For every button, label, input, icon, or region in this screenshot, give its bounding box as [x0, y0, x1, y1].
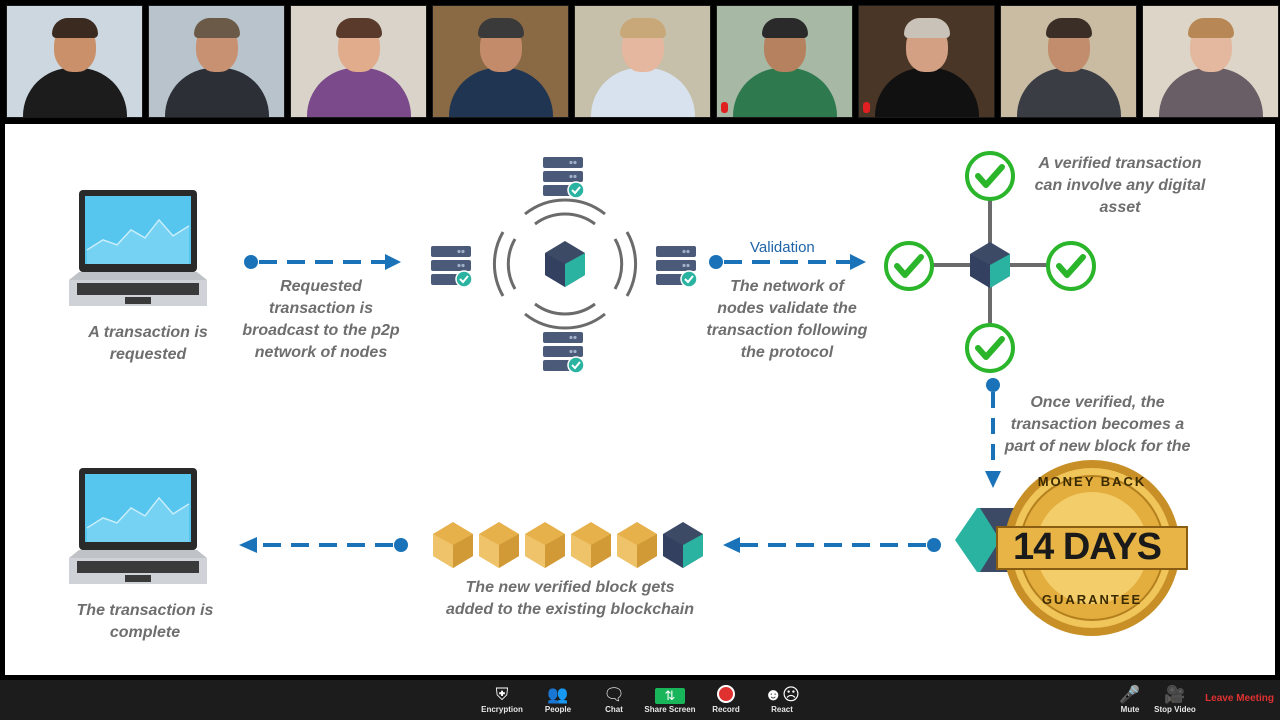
stop-video-button[interactable]: 🎥 Stop Video [1143, 683, 1207, 719]
mute-button[interactable]: 🎤 Mute [1098, 683, 1162, 719]
money-back-seal [996, 460, 1188, 636]
caption-requested: A transaction is requested [88, 324, 208, 363]
participant-hair [761, 18, 808, 38]
participant-body [164, 68, 269, 117]
participant-body [306, 68, 411, 117]
leave-meeting-button[interactable]: Leave Meeting [1205, 693, 1274, 704]
blockchain-diagram [68, 124, 1188, 636]
checkmark-icon [886, 243, 932, 289]
chat-button[interactable]: 🗨 Chat [582, 683, 646, 719]
server-node-icon [655, 245, 698, 288]
record-button[interactable]: Record [694, 683, 758, 719]
seal-top-text: MONEY BACK [1037, 474, 1147, 489]
participant-video-tile[interactable] [1142, 5, 1279, 118]
participant-video-tile[interactable] [6, 5, 143, 118]
block-cube-icon [970, 242, 1010, 288]
participant-video-tile[interactable] [432, 5, 569, 118]
caption-verified: A verified transaction can involve any d… [1034, 155, 1206, 216]
participant-hair [1045, 18, 1092, 38]
participant-hair [335, 18, 382, 38]
participant-body [448, 68, 553, 117]
server-node-icon [430, 245, 473, 288]
participant-body [1158, 68, 1263, 117]
participant-hair [1187, 18, 1234, 38]
record-icon [694, 685, 758, 705]
server-node-icon [542, 331, 585, 374]
caption-complete: The transaction is complete [76, 602, 214, 641]
chat-icon: 🗨 [603, 685, 625, 704]
checkmark-icon [1048, 243, 1094, 289]
people-button[interactable]: 👥 People [526, 683, 590, 719]
laptop-icon [68, 189, 208, 307]
validation-label: Validation [750, 239, 815, 256]
participant-body [590, 68, 695, 117]
server-node-icon [542, 156, 585, 199]
participant-video-tile[interactable] [290, 5, 427, 118]
muted-mic-icon [721, 102, 728, 113]
react-button[interactable]: ☻☹ React [750, 683, 814, 719]
participant-hair [477, 18, 524, 38]
participant-video-tile[interactable] [148, 5, 285, 118]
participant-body [732, 68, 837, 117]
broadcast-waves [492, 198, 638, 330]
participant-strip [0, 0, 1280, 122]
video-camera-icon: 🎥 [1164, 685, 1186, 704]
participant-video-tile[interactable] [1000, 5, 1137, 118]
participant-body [22, 68, 127, 117]
blockchain-icon [433, 522, 703, 568]
arrow-start-dot [244, 255, 258, 269]
participant-hair [51, 18, 98, 38]
seal-main-text: 14 DAYS [1013, 526, 1162, 568]
checkmark-icon [967, 153, 1013, 199]
participant-video-tile[interactable] [574, 5, 711, 118]
muted-mic-icon [863, 102, 870, 113]
participant-hair [193, 18, 240, 38]
shared-screen-slide: A transaction is requested Requested tra… [5, 124, 1275, 675]
share-screen-icon: ⇅ [638, 685, 702, 705]
participant-hair [619, 18, 666, 38]
caption-once-verified: Once verified, the transaction becomes a… [1004, 394, 1191, 455]
caption-new-block: The new verified block gets added to the… [445, 579, 695, 618]
share-screen-button[interactable]: ⇅ Share Screen [638, 683, 702, 719]
participant-body [1016, 68, 1121, 117]
caption-broadcast: Requested transaction is broadcast to th… [242, 278, 400, 361]
shield-icon: ⛨ [495, 685, 509, 704]
laptop-icon [68, 467, 208, 585]
people-icon: 👥 [547, 685, 569, 704]
encryption-button[interactable]: ⛨ Encryption [470, 683, 534, 719]
block-cube-icon [545, 241, 585, 287]
participant-hair [903, 18, 950, 38]
participant-video-tile[interactable] [716, 5, 853, 118]
participant-body [874, 68, 979, 117]
participant-video-tile[interactable] [858, 5, 995, 118]
meeting-toolbar: ⛨ Encryption 👥 People 🗨 Chat ⇅ Share Scr… [0, 680, 1280, 720]
caption-validate: The network of nodes validate the transa… [706, 278, 868, 361]
react-icon: ☻☹ [764, 685, 800, 704]
microphone-icon: 🎤 [1119, 685, 1141, 704]
checkmark-icon [967, 325, 1013, 371]
seal-bottom-text: GUARANTEE [1041, 592, 1143, 607]
